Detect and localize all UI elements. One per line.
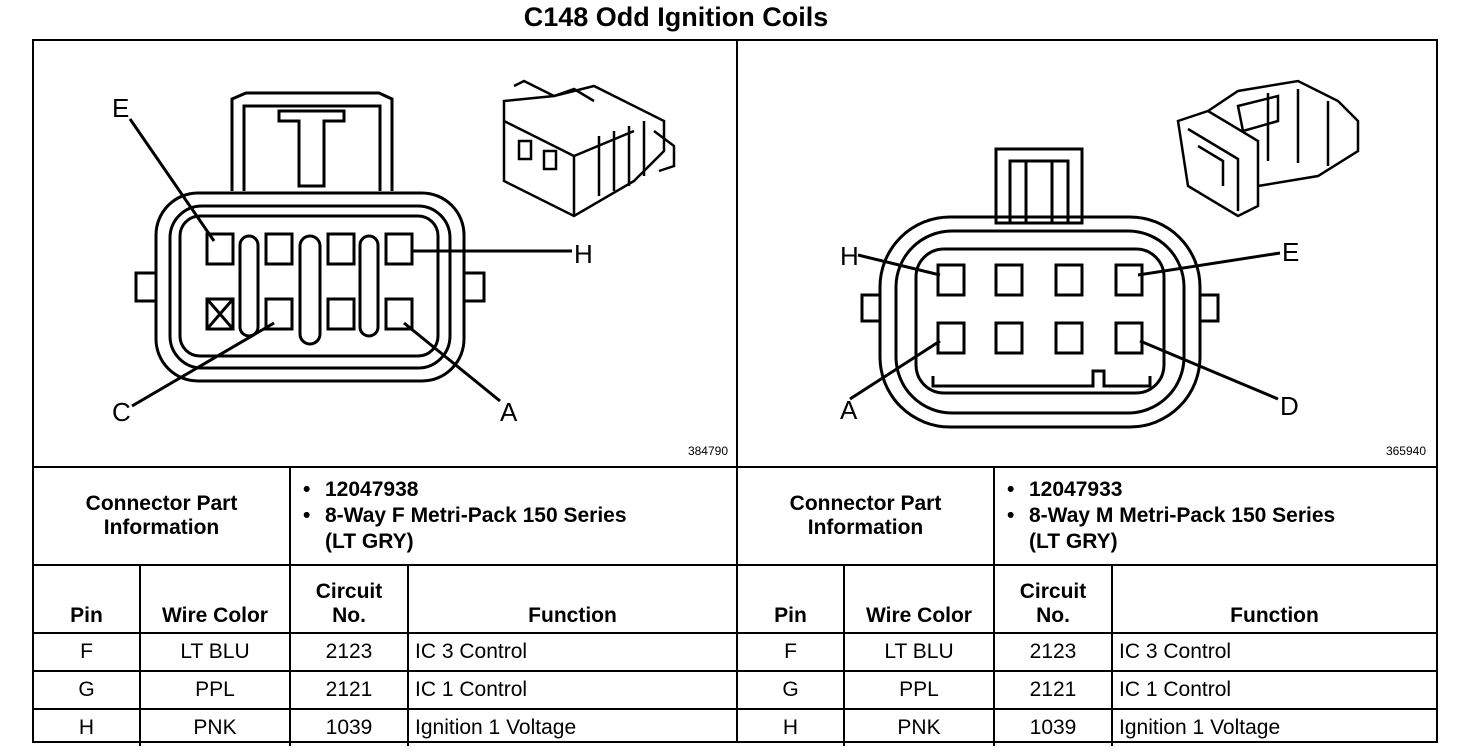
latch-outline xyxy=(994,147,1084,225)
female-connector-diagram: E H C A 384790 xyxy=(34,41,736,468)
cavity-a xyxy=(384,297,414,331)
cell-circuit: 2121 xyxy=(289,670,409,710)
cell-circuit: 1039 xyxy=(289,708,409,746)
connector-info-value: •12047933 •8-Way M Metri-Pack 150 Series… xyxy=(993,468,1436,566)
cell-pin: G xyxy=(34,670,141,710)
cell-function: IC 1 Control xyxy=(407,670,736,710)
connector-description: 8-Way M Metri-Pack 150 Series xyxy=(1029,504,1336,527)
part-number: 12047933 xyxy=(1029,478,1123,501)
connector-color: (LT GRY) xyxy=(325,530,414,553)
header-wire-color: Wire Color xyxy=(139,564,291,634)
cavity-e xyxy=(205,232,235,266)
male-connector-diagram: H E A D 365940 xyxy=(738,41,1436,468)
page-title: C148 Odd Ignition Coils xyxy=(523,2,829,32)
header-function: Function xyxy=(407,564,736,634)
figure-number: 365940 xyxy=(1385,444,1426,458)
cavity-h xyxy=(384,232,414,266)
female-connector-panel: E H C A 384790 Connector Part Informatio… xyxy=(34,41,738,746)
cavity-h xyxy=(936,263,966,297)
cell-wire-color: LT BLU xyxy=(139,632,291,672)
table-row: F LT BLU 2123 IC 3 Control xyxy=(738,632,1436,672)
male-connector-table: Connector Part Information •12047933 •8-… xyxy=(738,468,1436,746)
cavity-d xyxy=(1114,321,1144,355)
cell-pin: H xyxy=(34,708,141,746)
connector-3d-sketch xyxy=(502,79,676,218)
connector-info-label: Connector Part Information xyxy=(738,468,995,566)
cell-circuit: 2123 xyxy=(289,632,409,672)
header-circuit: Circuit No. xyxy=(993,564,1113,634)
cavity-e xyxy=(1114,263,1144,297)
connector-description: 8-Way F Metri-Pack 150 Series xyxy=(325,504,627,527)
cell-circuit: 2121 xyxy=(993,670,1113,710)
header-pin: Pin xyxy=(34,564,141,634)
table-row: H PNK 1039 Ignition 1 Voltage xyxy=(738,708,1436,746)
cell-pin: H xyxy=(738,708,845,746)
cell-wire-color: PPL xyxy=(843,670,995,710)
cell-wire-color: PNK xyxy=(139,708,291,746)
pin-label-e: E xyxy=(1282,237,1299,267)
connector-sheet: E H C A 384790 Connector Part Informatio… xyxy=(32,39,1438,746)
pin-label-h: H xyxy=(840,241,859,271)
pin-label-c: C xyxy=(112,397,131,427)
part-number: 12047938 xyxy=(325,478,419,501)
header-wire-color: Wire Color xyxy=(843,564,995,634)
male-connector-panel: H E A D 365940 Connector Part Informatio… xyxy=(738,41,1436,746)
cell-function: Ignition 1 Voltage xyxy=(407,708,736,746)
cell-function: IC 3 Control xyxy=(1111,632,1436,672)
cell-wire-color: PPL xyxy=(139,670,291,710)
pin-label-h: H xyxy=(574,239,593,269)
cell-function: IC 1 Control xyxy=(1111,670,1436,710)
cell-wire-color: PNK xyxy=(843,708,995,746)
table-row: G PPL 2121 IC 1 Control xyxy=(738,670,1436,710)
connector-body xyxy=(154,191,466,383)
connector-color: (LT GRY) xyxy=(1029,530,1118,553)
cell-function: Ignition 1 Voltage xyxy=(1111,708,1436,746)
figure-number: 384790 xyxy=(687,444,728,458)
female-connector-drawing: E H C A xyxy=(112,79,676,427)
pin-label-e: E xyxy=(112,93,129,123)
connector-info-value: •12047938 •8-Way F Metri-Pack 150 Series… xyxy=(289,468,736,566)
header-pin: Pin xyxy=(738,564,845,634)
male-connector-drawing: H E A D xyxy=(840,79,1360,429)
connector-info-label: Connector Part Information xyxy=(34,468,291,566)
cell-wire-color: LT BLU xyxy=(843,632,995,672)
pin-label-d: D xyxy=(1280,391,1299,421)
cell-circuit: 1039 xyxy=(993,708,1113,746)
header-function: Function xyxy=(1111,564,1436,634)
female-connector-table: Connector Part Information •12047938 •8-… xyxy=(34,468,736,746)
table-header-row: Pin Wire Color Circuit No. Function xyxy=(34,564,736,634)
cavity-a xyxy=(936,321,966,355)
cell-pin: G xyxy=(738,670,845,710)
cell-pin: F xyxy=(738,632,845,672)
pin-label-a: A xyxy=(500,397,518,427)
cavity-c xyxy=(264,297,294,331)
cell-circuit: 2123 xyxy=(993,632,1113,672)
header-circuit: Circuit No. xyxy=(289,564,409,634)
table-row: G PPL 2121 IC 1 Control xyxy=(34,670,736,710)
pin-label-a: A xyxy=(840,395,858,425)
table-row: F LT BLU 2123 IC 3 Control xyxy=(34,632,736,672)
cell-function: IC 3 Control xyxy=(407,632,736,672)
latch-outline xyxy=(230,91,394,191)
connector-3d-sketch xyxy=(1176,79,1360,218)
table-row: H PNK 1039 Ignition 1 Voltage xyxy=(34,708,736,746)
cell-pin: F xyxy=(34,632,141,672)
cavity-plugged xyxy=(205,297,235,331)
table-header-row: Pin Wire Color Circuit No. Function xyxy=(738,564,1436,634)
